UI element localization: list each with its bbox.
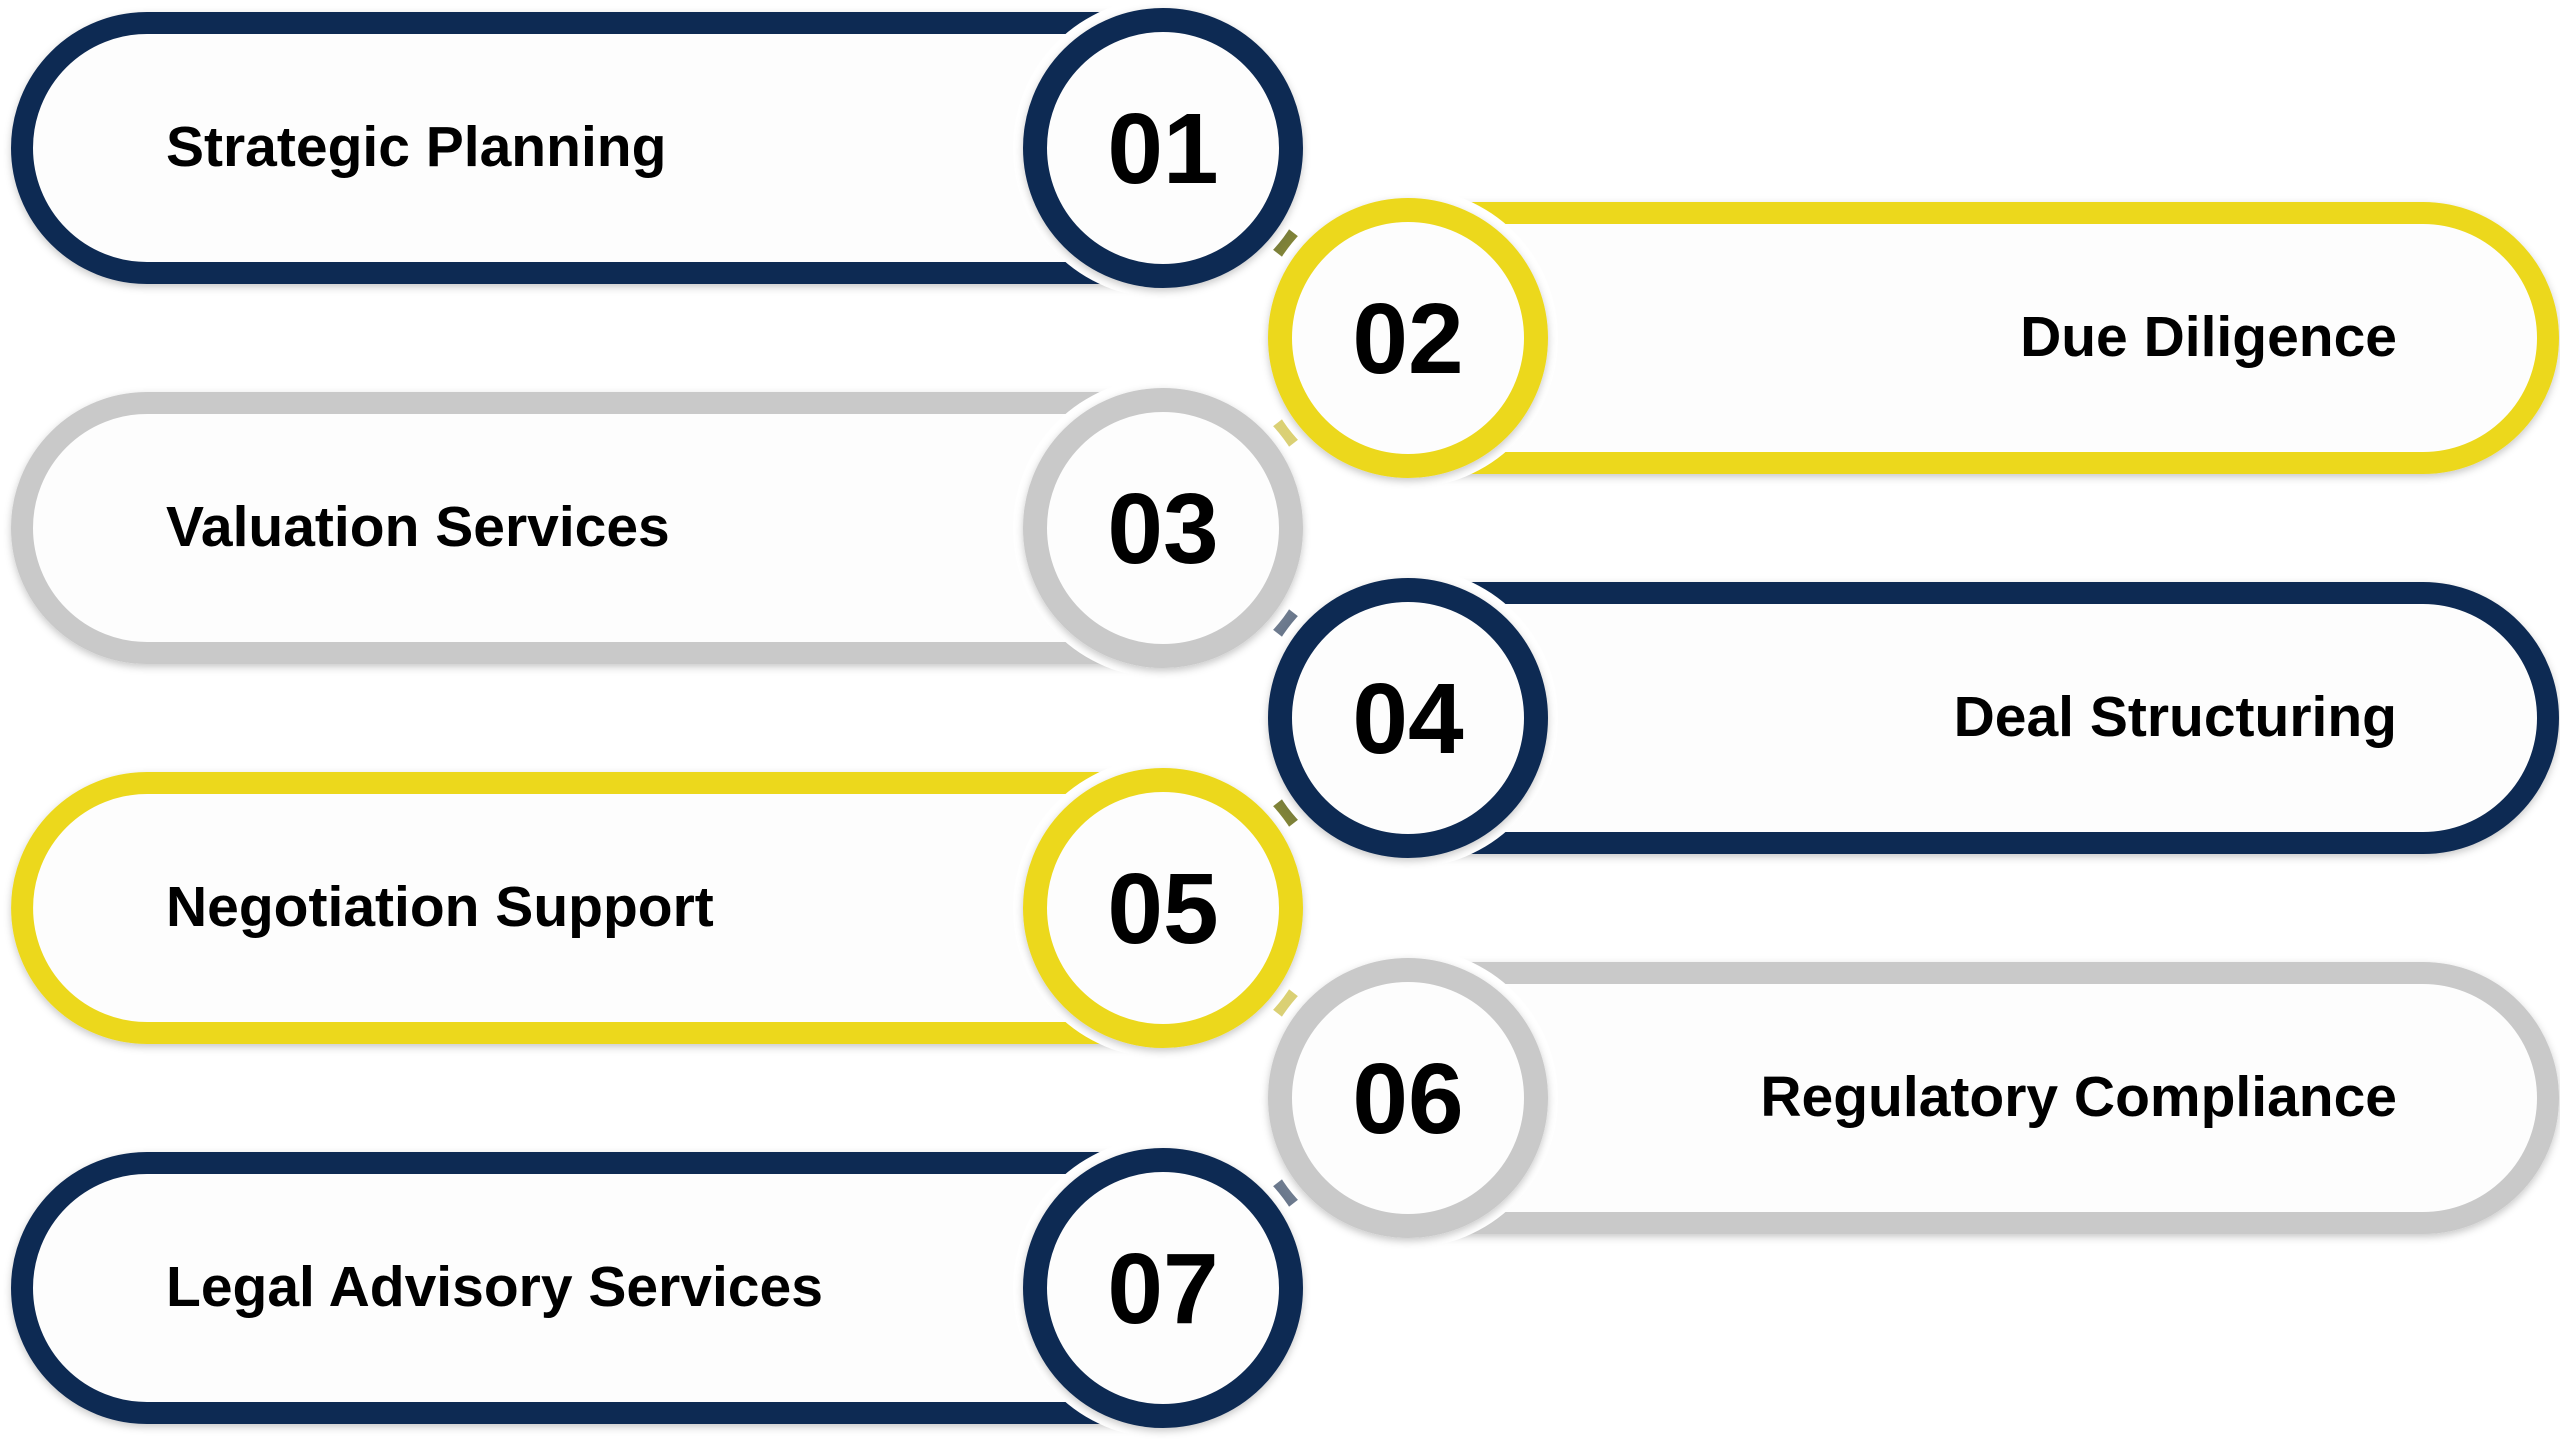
step-02-pill: Due Diligence [1387, 202, 2559, 474]
step-06-pill: Regulatory Compliance [1387, 962, 2559, 1234]
step-06-badge-ring [1268, 958, 1548, 1238]
step-06-number: 06 [1352, 1043, 1463, 1155]
step-number-group: 01 02 03 04 05 06 07 [1013, 0, 1558, 1438]
step-04-pill-shape [1387, 582, 2559, 854]
step-04-number: 04 [1352, 663, 1464, 775]
step-07-label: Legal Advisory Services [166, 1255, 823, 1319]
step-04-label: Deal Structuring [1954, 685, 2397, 749]
step-06-pill-shape [1387, 962, 2559, 1234]
step-05-badge-ring [1023, 768, 1303, 1048]
step-05-label: Negotiation Support [166, 875, 714, 939]
step-06-label: Regulatory Compliance [1760, 1065, 2397, 1129]
step-02-badge-ring [1268, 198, 1548, 478]
step-02-pill-shape [1387, 202, 2559, 474]
step-02-number: 02 [1352, 283, 1463, 395]
step-05-pill: Negotiation Support [11, 772, 1184, 1044]
step-01-pill: Strategic Planning [11, 11, 1184, 284]
step-05-pill-shape [11, 772, 1184, 1044]
step-03-badge: 03 [1013, 378, 1313, 678]
step-02-badge: 02 [1258, 188, 1558, 488]
step-07-pill: Legal Advisory Services [11, 1152, 1184, 1424]
step-07-pill-shape [11, 1152, 1184, 1424]
step-06-badge: 06 [1258, 948, 1558, 1248]
step-01-badge-ring [1023, 8, 1303, 288]
step-03-pill-shape [11, 392, 1184, 664]
step-07-number: 07 [1107, 1233, 1218, 1345]
step-07-badge: 07 [1013, 1138, 1313, 1438]
step-03-badge-ring [1023, 388, 1303, 668]
step-05-badge: 05 [1013, 758, 1313, 1058]
step-07-badge-ring [1023, 1148, 1303, 1428]
step-01-label: Strategic Planning [166, 115, 666, 179]
step-02-label: Due Diligence [2020, 305, 2397, 369]
step-05-number: 05 [1107, 853, 1218, 965]
step-01-number: 01 [1107, 93, 1218, 205]
step-03-label: Valuation Services [166, 495, 670, 559]
step-04-badge: 04 [1258, 568, 1558, 868]
step-04-badge-ring [1268, 578, 1548, 858]
step-01-badge: 01 [1013, 0, 1313, 298]
step-01-pill-shape [11, 11, 1184, 284]
step-03-number: 03 [1107, 473, 1218, 585]
step-04-pill: Deal Structuring [1387, 582, 2559, 854]
step-03-pill: Valuation Services [11, 392, 1184, 664]
